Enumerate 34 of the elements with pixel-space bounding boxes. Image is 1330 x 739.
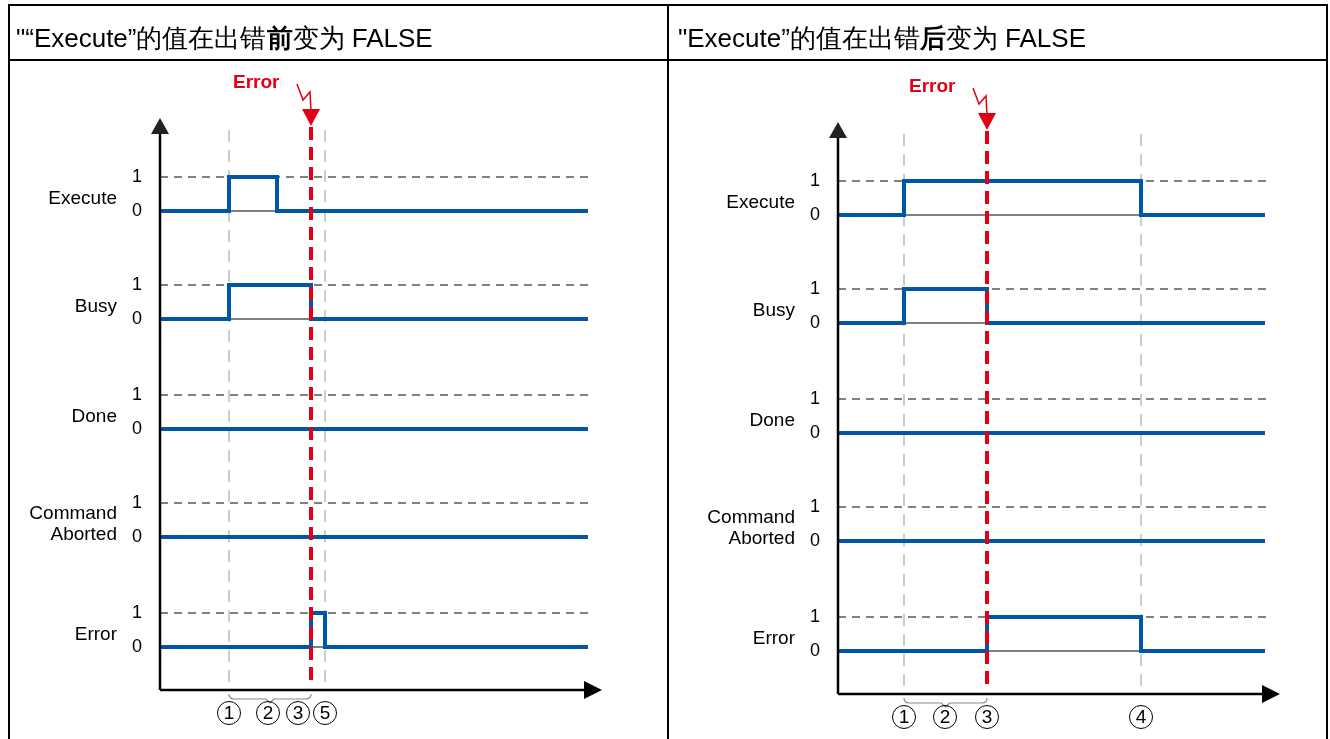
axis-value: 1	[132, 493, 142, 513]
signal-name: Command Aborted	[706, 507, 795, 549]
signal-name: Execute	[725, 191, 795, 213]
error-label: Error	[909, 75, 956, 97]
axis-value: 1	[810, 279, 820, 299]
axis-value: 1	[810, 497, 820, 517]
signal-name: Done	[748, 409, 795, 431]
signal-name: Busy	[751, 299, 795, 321]
axis-value: 0	[810, 205, 820, 225]
signal-name: Done	[70, 405, 117, 427]
axis-value: 0	[132, 201, 142, 221]
axis-value: 0	[810, 531, 820, 551]
axis-value: 0	[132, 309, 142, 329]
axis-value: 1	[132, 603, 142, 623]
column-heading: "Execute”的值在出错后变为 FALSE	[678, 24, 1086, 53]
axis-value: 1	[810, 389, 820, 409]
axis-value: 1	[810, 607, 820, 627]
axis-value: 0	[132, 419, 142, 439]
signal-name: Execute	[47, 187, 117, 209]
signal-name: Command Aborted	[28, 503, 117, 545]
signal-name: Error	[751, 627, 795, 649]
signal-name: Error	[73, 623, 117, 645]
axis-value: 1	[132, 275, 142, 295]
column-heading: "“Execute”的值在出错前变为 FALSE	[16, 24, 433, 53]
error-label: Error	[233, 71, 280, 93]
axis-value: 1	[132, 167, 142, 187]
axis-value: 0	[132, 527, 142, 547]
axis-value: 1	[810, 171, 820, 191]
axis-value: 0	[810, 641, 820, 661]
axis-value: 0	[132, 637, 142, 657]
axis-value: 0	[810, 423, 820, 443]
axis-value: 0	[810, 313, 820, 333]
axis-value: 1	[132, 385, 142, 405]
signal-name: Busy	[73, 295, 117, 317]
